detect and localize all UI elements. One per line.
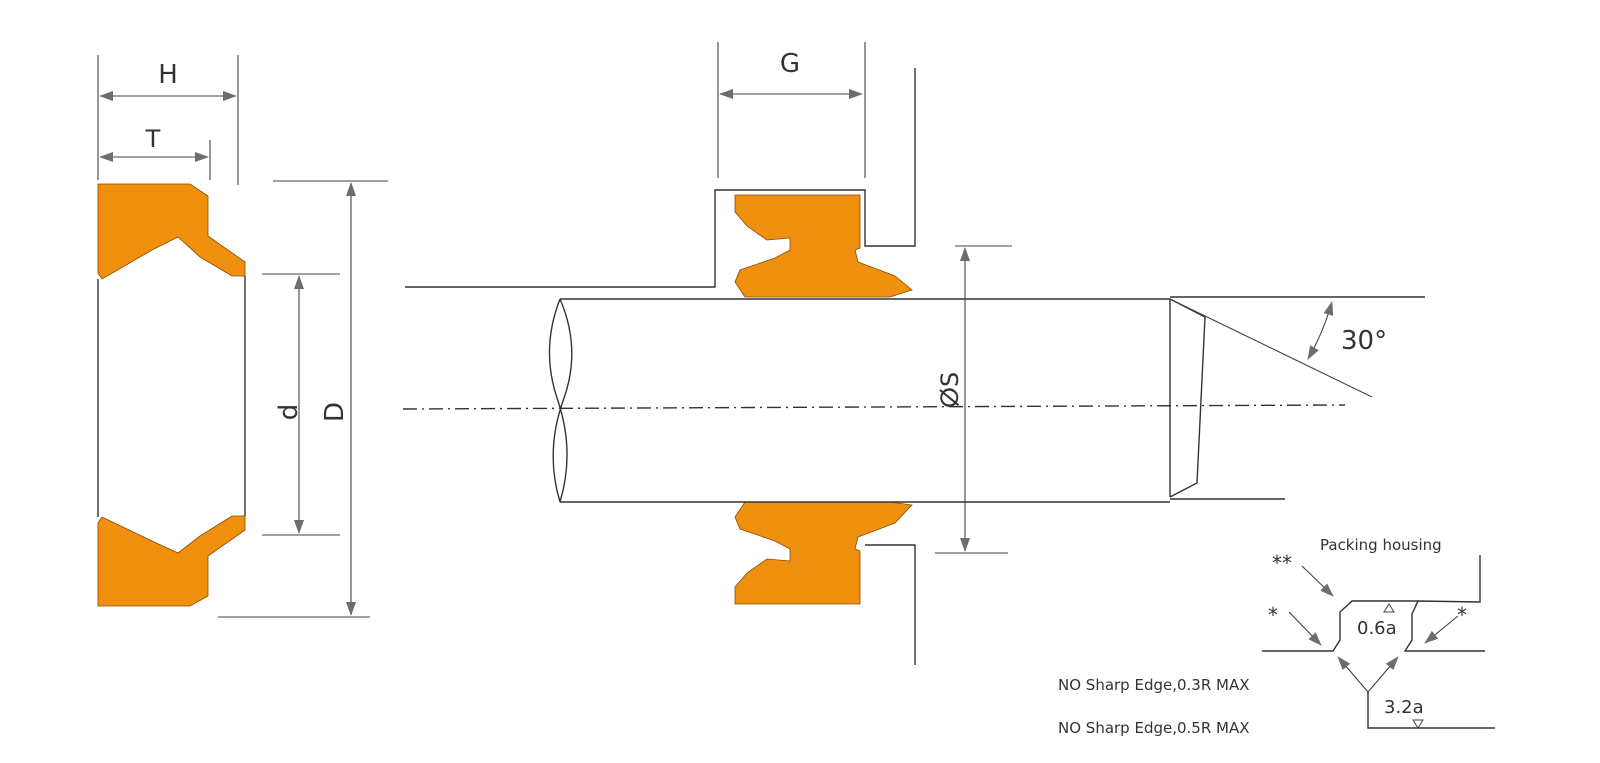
roughness-top-label: 0.6a [1357,618,1397,639]
double-star-marker: ** [1272,551,1292,575]
seal-top-profile [97,183,246,280]
rod-break-left [548,298,568,503]
angle-label: 30° [1341,326,1387,356]
double-star-arrow [1301,565,1334,597]
housing-bottom-outline [865,544,916,665]
D-label: D [320,402,350,422]
seal-cross-section: H T D d [97,55,388,618]
edge-arrow-left [1337,656,1369,693]
angle-arc [1307,301,1334,360]
rod-break-right [552,298,573,503]
centerline [402,404,1346,410]
star-left-arrow [1288,611,1322,646]
note-sharp-edge-03: NO Sharp Edge,0.3R MAX [1058,676,1250,694]
roughness-triangle-top [1383,603,1395,613]
packing-housing-detail: Packing housing ** * * 0.6a 3.2a NO Shar… [1058,536,1495,737]
s-label: ⵁS [936,372,964,409]
roughness-bottom-label: 3.2a [1384,697,1424,718]
note-sharp-edge-05: NO Sharp Edge,0.5R MAX [1058,719,1250,737]
housing-profile-left [1262,600,1418,652]
housing-profile-right [1403,555,1485,652]
rod-chamfer [1169,298,1206,498]
seal-bottom-profile [97,515,246,607]
installed-seal-top [734,194,913,298]
t-label: T [145,125,161,153]
housing-top-outline [405,68,916,288]
g-label: G [780,49,800,79]
star-right-marker: * [1457,603,1467,627]
edge-arrow-right [1367,656,1399,693]
star-right-arrow [1424,615,1459,644]
bottom-step-profile [1367,692,1495,729]
roughness-triangle-bottom [1412,719,1424,729]
star-left-marker: * [1268,603,1278,627]
d-label: d [274,404,304,421]
packing-housing-label: Packing housing [1320,536,1442,554]
housing-assembly: G 30° ⵁS [402,42,1425,665]
h-label: H [158,60,178,90]
chamfer-angle-line [1169,298,1373,398]
installed-seal-bottom [734,501,913,605]
